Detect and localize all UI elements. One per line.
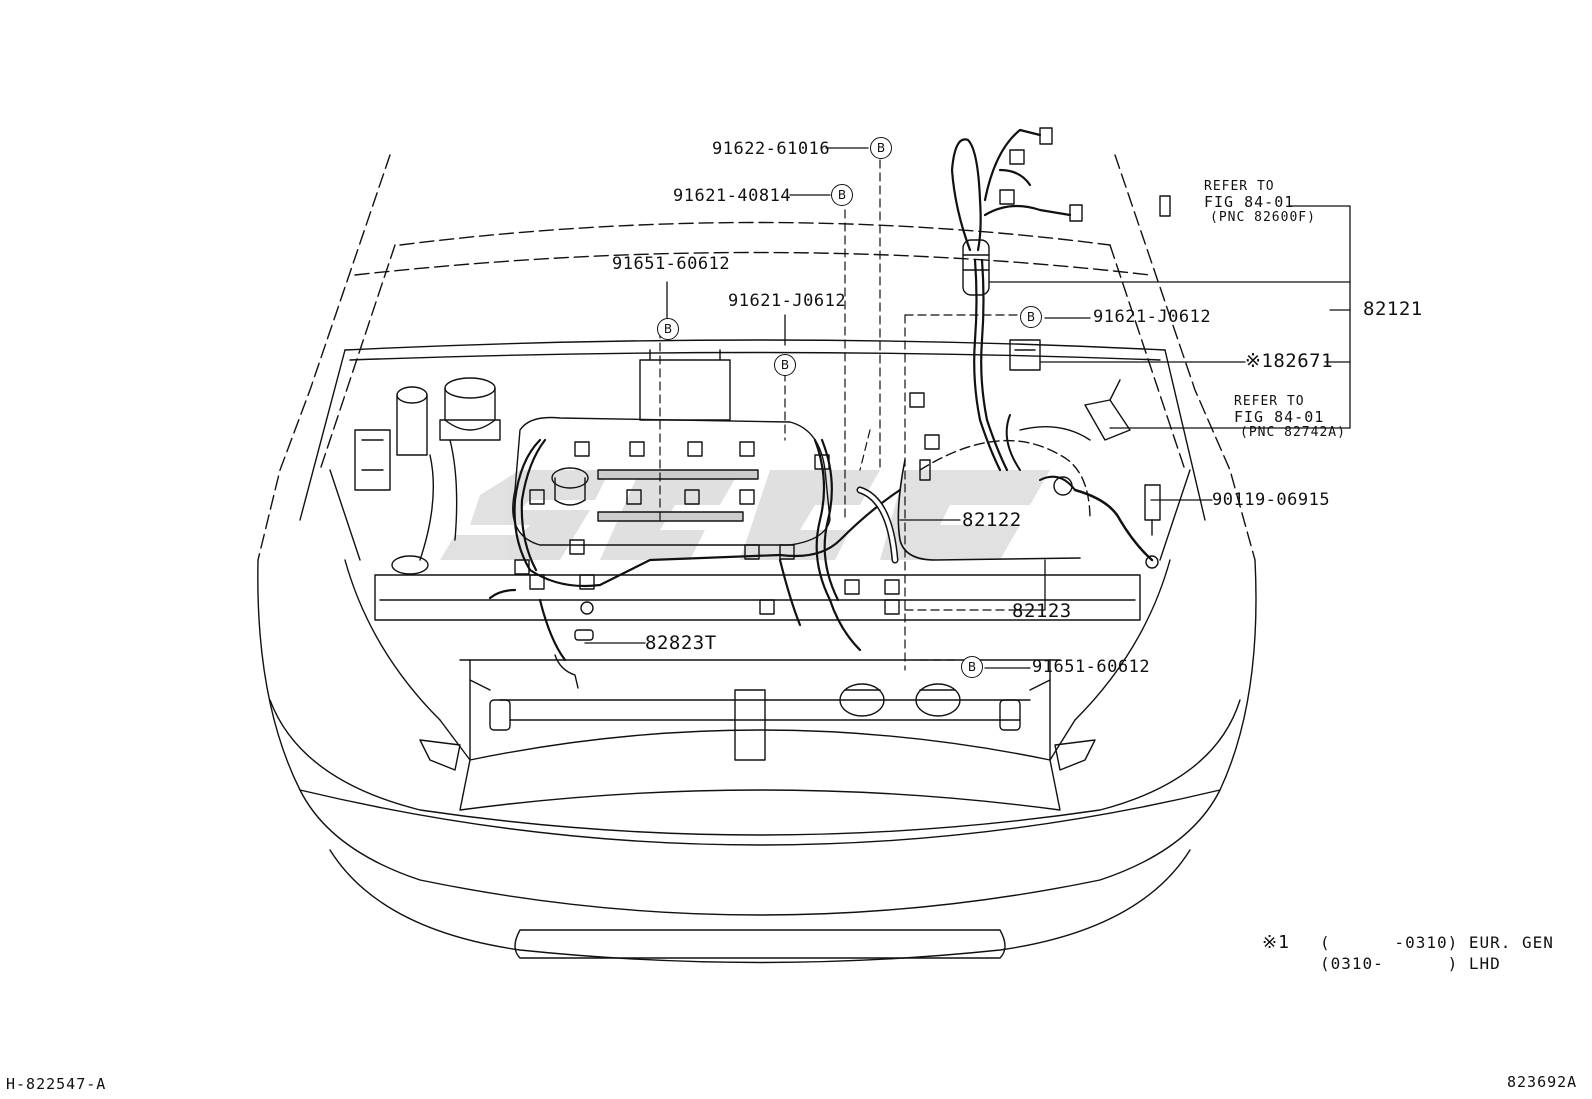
main-harness-grommet — [962, 127, 1171, 296]
refer-mid-line3: (PNC 82742A) — [1240, 424, 1346, 440]
cowl-panel — [299, 339, 1206, 561]
figure-code-left: H-822547-A — [6, 1075, 107, 1093]
callout-91651-60612-bottom: 91651-60612 — [1032, 657, 1151, 677]
reference-box-outlines — [659, 159, 1026, 671]
refer-top-line3: (PNC 82600F) — [1210, 209, 1316, 225]
engine-harness-connectors — [514, 392, 940, 689]
refer-top-line2: FIG 84-01 — [1204, 193, 1295, 212]
main-body-harness — [950, 128, 1072, 472]
callout-91622-61016: 91622-61016 — [712, 139, 831, 159]
callout-82122: 82122 — [962, 509, 1022, 531]
callout-82823t: 82823T — [645, 632, 717, 654]
badge-b-91621-j0612-right: B — [1020, 306, 1042, 328]
footnote-mark: ※1 — [1262, 932, 1290, 953]
cylinder-head-cover — [512, 349, 831, 546]
footnote-line1: ( -0310) EUR. GEN — [1320, 933, 1554, 952]
badge-b-91651-top: B — [657, 318, 679, 340]
callout-182671: ※182671 — [1245, 350, 1334, 372]
badge-b-91621-j0612-left: B — [774, 354, 796, 376]
radiator-support — [374, 574, 1141, 761]
watermark-logo — [440, 470, 1050, 560]
refer-to-fig-mid: REFER TO FIG 84-01 (PNC 82742A) — [1234, 394, 1346, 440]
leader-lines — [584, 147, 1351, 669]
callout-91621-40814: 91621-40814 — [673, 186, 792, 206]
refer-mid-line1: REFER TO — [1234, 394, 1305, 409]
badge-b-91651-bottom: B — [961, 656, 983, 678]
figure-code-right: 823692A — [1507, 1073, 1578, 1091]
refer-to-fig-top: REFER TO FIG 84-01 (PNC 82600F) — [1204, 179, 1316, 225]
front-bumper-outline — [257, 559, 1257, 964]
battery-cable — [856, 439, 1161, 569]
refer-top-line1: REFER TO — [1204, 179, 1275, 194]
footnote-line2: (0310- ) LHD — [1320, 954, 1501, 973]
callout-82123: 82123 — [1012, 600, 1072, 622]
badge-b-91621-40814: B — [831, 184, 853, 206]
relay-block-harness — [1005, 339, 1131, 471]
callout-91621-j0612-left: 91621-J0612 — [728, 291, 847, 311]
refer-mid-line2: FIG 84-01 — [1234, 408, 1325, 427]
brake-reservoir — [354, 377, 501, 575]
callout-82121: 82121 — [1363, 298, 1423, 320]
callout-90119-06915: 90119-06915 — [1212, 490, 1331, 510]
badge-b-91622: B — [870, 137, 892, 159]
callout-91651-60612-top: 91651-60612 — [612, 254, 731, 274]
callout-91621-j0612-right: 91621-J0612 — [1093, 307, 1212, 327]
